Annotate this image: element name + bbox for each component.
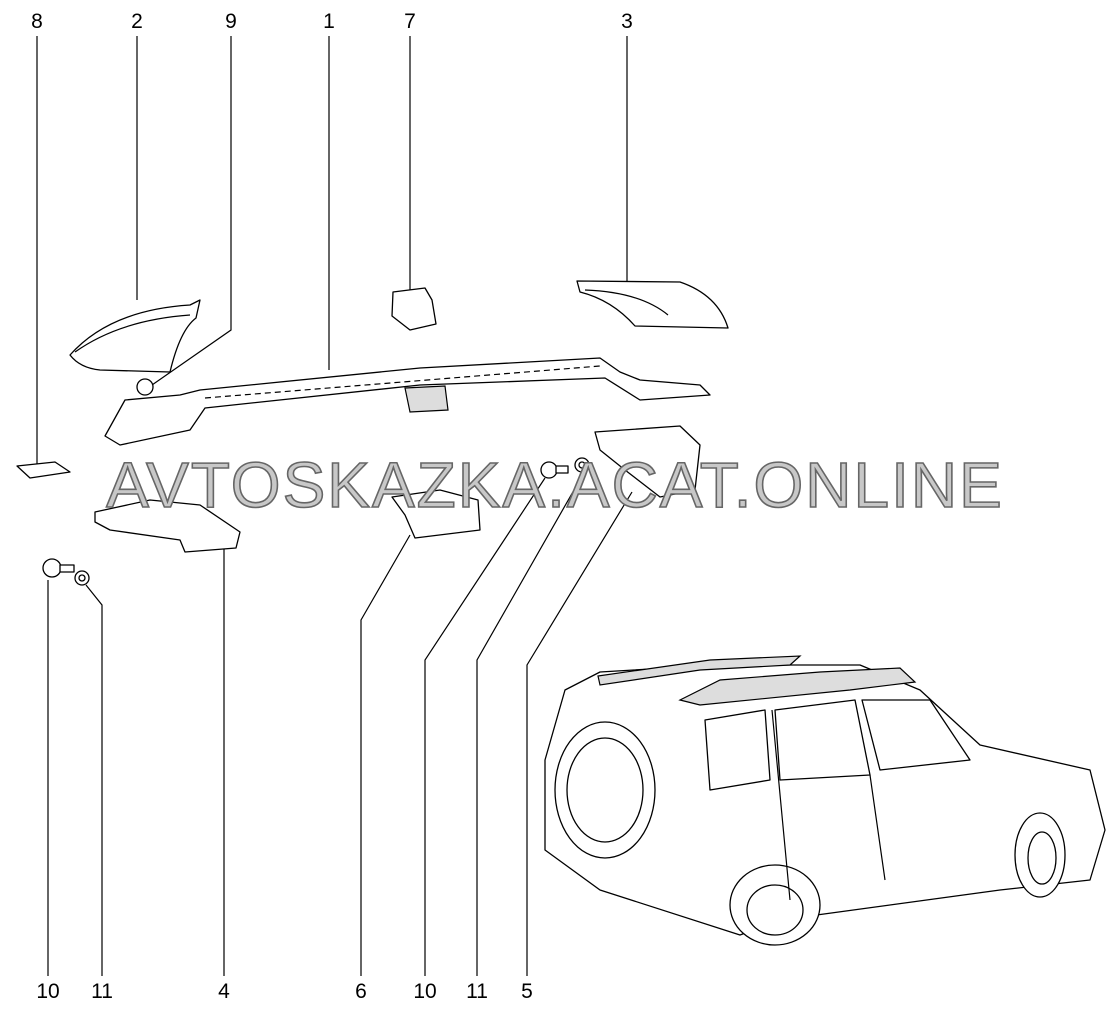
- callout-9: 9: [225, 10, 237, 33]
- vehicle-illustration: [544, 655, 1106, 946]
- fasteners: [42, 457, 590, 586]
- part-front-end-cap: [69, 299, 201, 373]
- part-rear-bracket: [594, 425, 701, 498]
- callout-11-left: 11: [91, 980, 113, 1003]
- part-front-bracket: [94, 499, 241, 553]
- leader-lines: [36, 36, 633, 976]
- part-rear-end-cap: [576, 280, 729, 329]
- callout-2: 2: [131, 10, 143, 33]
- part-center-cap: [391, 287, 437, 331]
- callout-10-right: 10: [413, 980, 437, 1003]
- callout-7: 7: [404, 10, 416, 33]
- part-roof-rail: [104, 357, 711, 446]
- part-nut: [136, 378, 154, 396]
- callout-1: 1: [323, 10, 335, 33]
- callout-5: 5: [521, 980, 533, 1003]
- callout-11-right: 11: [466, 980, 488, 1003]
- callout-3: 3: [621, 10, 633, 33]
- callout-10-left: 10: [36, 980, 60, 1003]
- watermark-text: AVTOSKAZKA.ACAT.ONLINE: [105, 448, 1004, 522]
- callout-8: 8: [31, 10, 43, 33]
- part-middle-bracket: [391, 489, 481, 539]
- callout-6: 6: [355, 980, 367, 1003]
- part-plate: [16, 461, 71, 479]
- callout-4: 4: [218, 980, 230, 1003]
